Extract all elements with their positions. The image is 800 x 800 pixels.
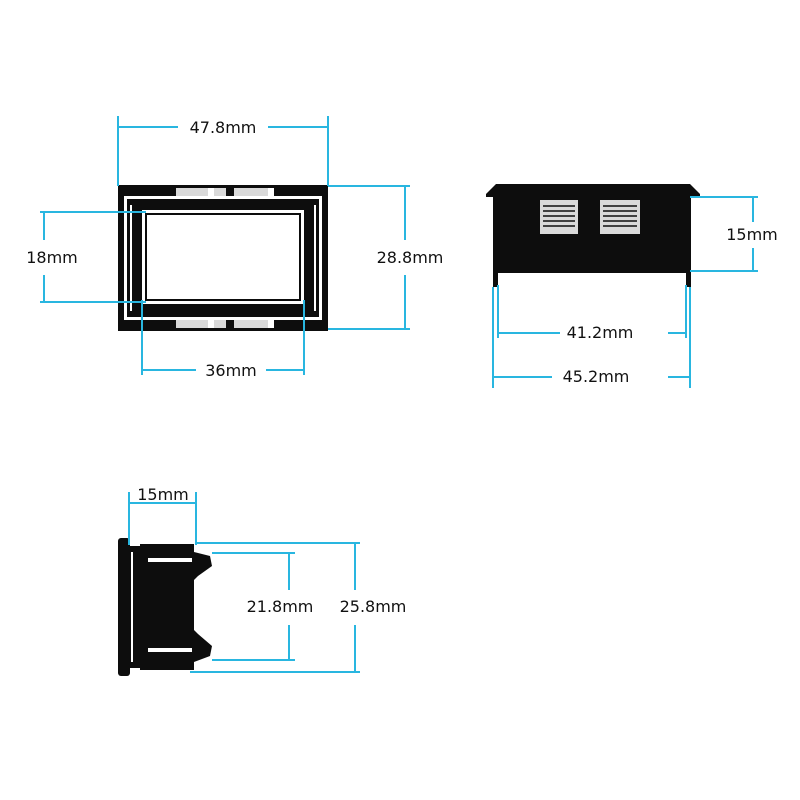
front-bottom-tab-right — [234, 318, 274, 328]
label-side-depth: 15mm — [137, 485, 189, 504]
label-top-inner-width: 41.2mm — [567, 323, 634, 342]
front-top-tab-left — [176, 188, 226, 198]
label-side-outer-height: 25.8mm — [340, 597, 407, 616]
top-dimensions — [492, 196, 758, 388]
side-dimensions — [128, 492, 360, 673]
label-side-inner-height: 21.8mm — [247, 597, 314, 616]
top-flange — [486, 184, 700, 197]
label-window-height: 18mm — [26, 248, 78, 267]
top-clip-left — [540, 200, 578, 234]
label-top-depth: 15mm — [726, 225, 778, 244]
label-top-outer-width: 45.2mm — [563, 367, 630, 386]
top-body — [496, 197, 690, 273]
label-front-width: 47.8mm — [190, 118, 257, 137]
top-clip-right — [600, 200, 640, 234]
front-view — [118, 185, 328, 331]
front-dimensions — [40, 116, 410, 375]
front-bottom-tab-left — [176, 318, 226, 328]
label-window-width: 36mm — [205, 361, 257, 380]
side-body — [140, 580, 194, 630]
display-window — [142, 210, 304, 304]
top-view — [486, 184, 700, 287]
front-top-tab-right — [234, 188, 274, 198]
side-view — [118, 538, 212, 676]
label-front-height: 28.8mm — [377, 248, 444, 267]
